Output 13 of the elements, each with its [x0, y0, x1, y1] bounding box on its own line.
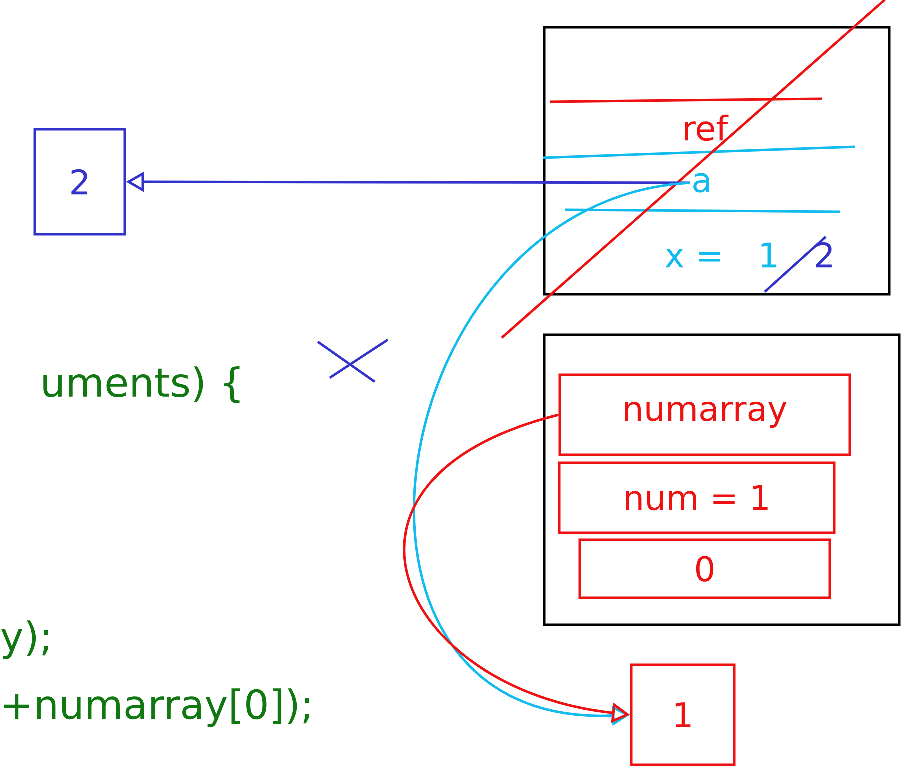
stack-frame [543, 26, 891, 296]
array-cell: 0 [578, 538, 832, 600]
code-text: y); [1, 620, 48, 660]
stack-frame [543, 334, 901, 626]
code-text: uments) { [44, 366, 240, 404]
variable-slot: num = 1 [558, 462, 836, 534]
value-box: 2 [34, 128, 126, 236]
variable-name: a [694, 173, 710, 193]
code-text: +numarray[0]); [4, 688, 310, 728]
array-box: numarray [558, 374, 852, 456]
variable-value: x = 1 2 [666, 242, 832, 268]
variable-name: ref [685, 114, 729, 142]
value-box: 1 [630, 664, 736, 766]
